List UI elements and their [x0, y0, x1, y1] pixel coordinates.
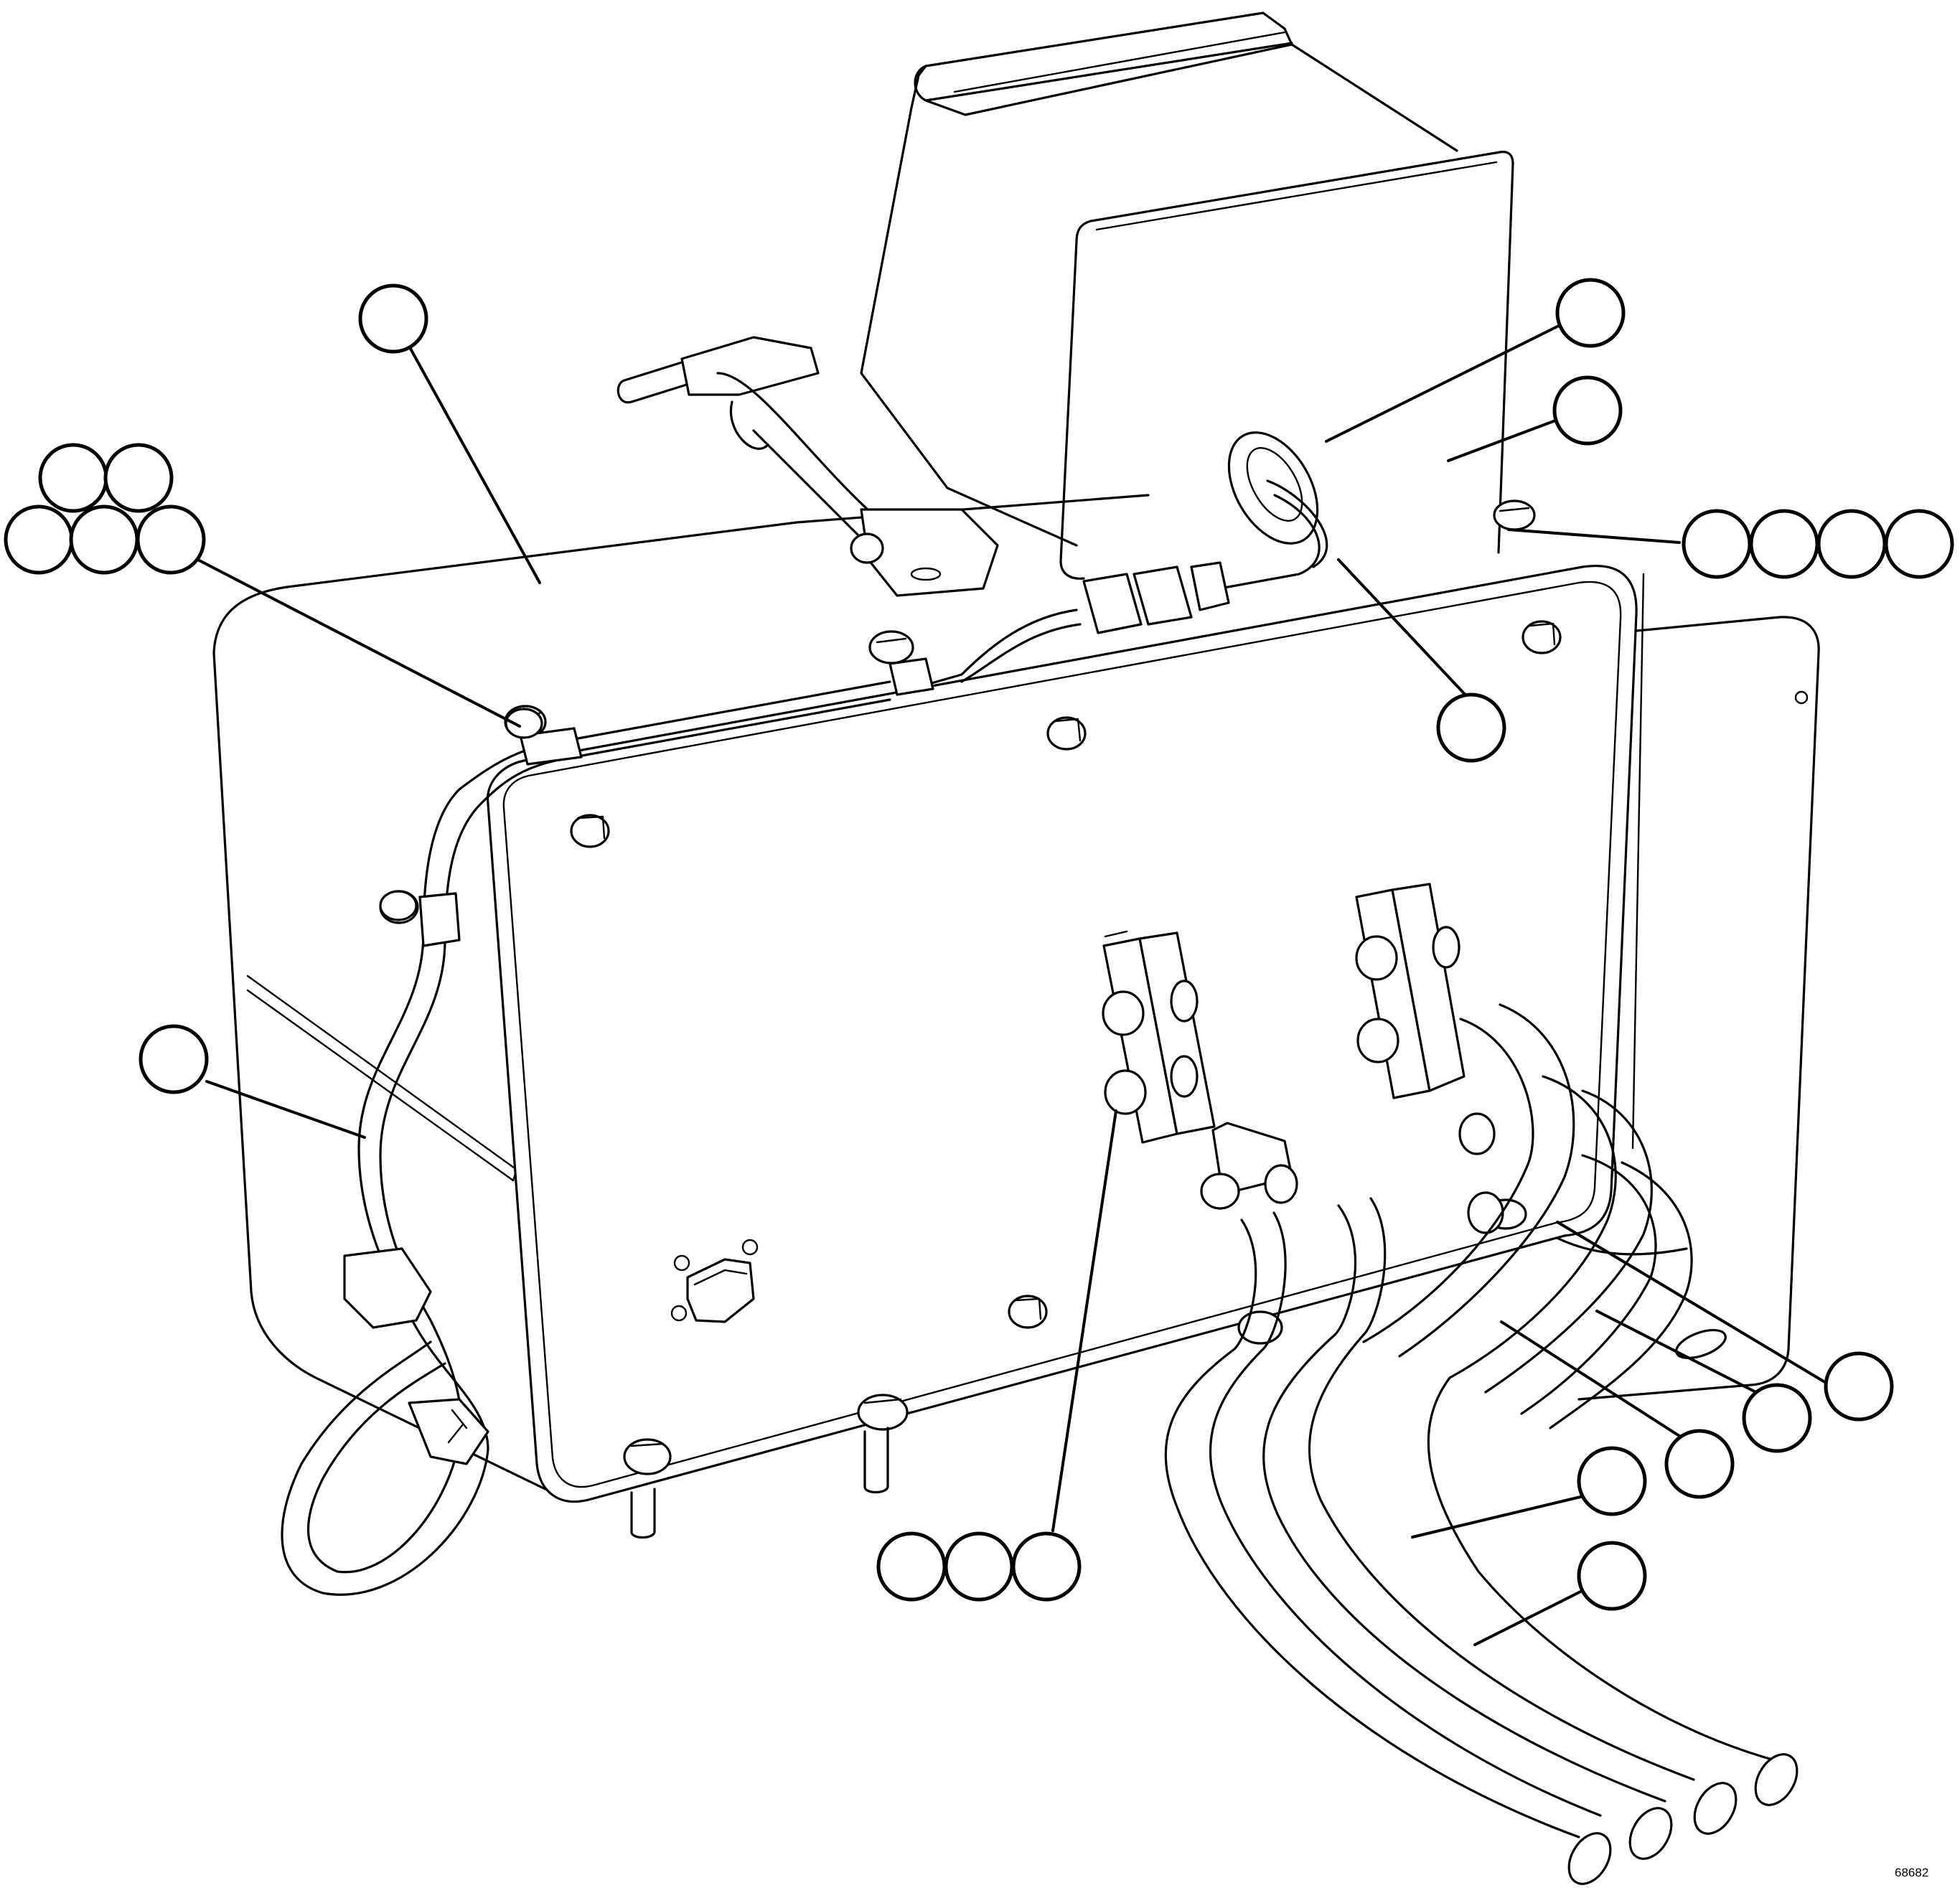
callout-hardware-4[interactable] — [69, 504, 139, 575]
callout-hardware-2[interactable] — [103, 443, 174, 513]
front-panel — [487, 565, 1638, 1503]
bolt-5 — [623, 1438, 672, 1475]
callout-terminal-nut-1[interactable] — [876, 1531, 947, 1602]
callout-cover-plate[interactable] — [1552, 375, 1623, 446]
upper-shroud — [860, 11, 1458, 547]
callout-cover-bolt-2[interactable] — [1749, 509, 1819, 579]
callout-power-cable-2[interactable] — [1742, 1383, 1812, 1453]
figure-id-label: 68682 — [1895, 1866, 1929, 1879]
stud-2 — [863, 1427, 889, 1494]
terminal-plate-right — [1355, 883, 1466, 1099]
bolt-3 — [1521, 620, 1562, 654]
clip-bolts — [379, 708, 543, 921]
bolt-9 — [868, 630, 914, 664]
cover-panel — [1059, 151, 1514, 580]
callout-controller-enclosure[interactable] — [358, 283, 428, 354]
callout-cover-bolt-3[interactable] — [1816, 509, 1887, 579]
callouts — [4, 278, 1954, 1611]
callout-power-cable-5[interactable] — [1577, 1541, 1647, 1611]
callout-sensor-harness[interactable] — [1436, 692, 1506, 763]
power-cables — [1164, 1003, 1799, 1885]
leader-lines — [191, 321, 1829, 1646]
terminal-plate-center — [1102, 930, 1216, 1144]
callout-power-cable-4[interactable] — [1577, 1446, 1647, 1516]
sensor-harness — [910, 479, 1328, 690]
bolt-2 — [1046, 716, 1087, 751]
wire-harness — [281, 657, 934, 1596]
bolt-6 — [857, 1394, 909, 1431]
stud-1 — [630, 1488, 656, 1539]
callout-cover-bolt-1[interactable] — [1682, 509, 1752, 579]
callout-power-cable-1[interactable] — [1824, 1351, 1894, 1422]
callout-wire-harness[interactable] — [139, 1024, 209, 1094]
grommet — [1227, 431, 1319, 545]
callout-terminal-nut-2[interactable] — [944, 1531, 1014, 1602]
top-bracket — [616, 336, 999, 597]
callout-cover-bolt-4[interactable] — [1884, 509, 1954, 579]
callout-hardware-1[interactable] — [38, 443, 108, 513]
callout-terminal-nut-3[interactable] — [1011, 1531, 1082, 1602]
bolt-4 — [1008, 1295, 1048, 1329]
callout-hardware-3[interactable] — [4, 504, 74, 575]
callout-hardware-5[interactable] — [136, 504, 206, 575]
callout-power-cable-3[interactable] — [1664, 1429, 1735, 1499]
connector-block — [670, 1239, 759, 1323]
bolt-11 — [1493, 499, 1536, 531]
bolt-1 — [570, 814, 610, 848]
callout-grommet[interactable] — [1555, 278, 1626, 348]
